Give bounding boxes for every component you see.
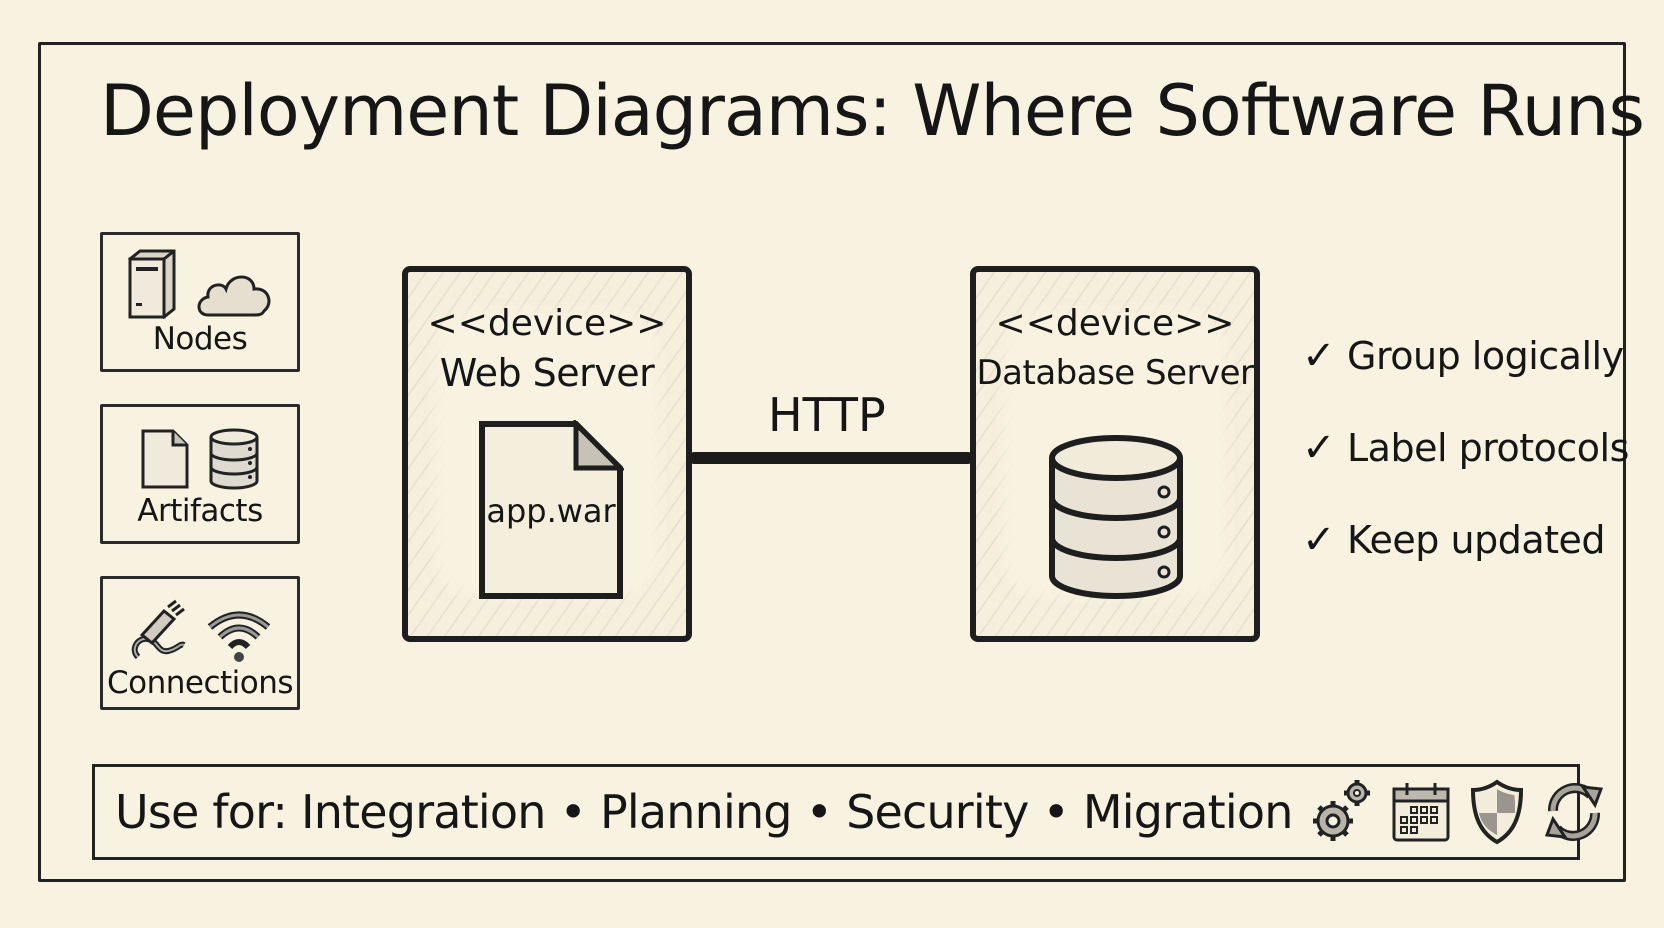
database-icon	[1049, 435, 1183, 599]
legend-connections: Connections	[100, 576, 300, 710]
legend-artifacts: Artifacts	[100, 404, 300, 544]
legend-label: Artifacts	[137, 493, 263, 529]
use-for-bar: Use for: Integration•Planning•Security•M…	[92, 764, 1603, 860]
checklist-item: ✓Group logically	[1302, 333, 1624, 379]
node-web-server: <<device>> Web Server app.war	[402, 266, 692, 642]
use-for-prefix: Use for:	[115, 785, 288, 839]
connection-line	[690, 452, 972, 464]
artifact-label: app.war	[486, 492, 616, 530]
checkmark-icon: ✓	[1302, 425, 1336, 471]
use-case: Migration	[1082, 785, 1293, 839]
checkmark-icon: ✓	[1302, 333, 1336, 379]
refresh-icon	[1544, 783, 1603, 841]
shield-icon	[1470, 779, 1523, 845]
gears-icon	[1312, 780, 1370, 841]
legend-nodes: Nodes	[100, 232, 300, 372]
best-practices-checklist: ✓Group logically ✓Label protocols ✓Keep …	[1302, 328, 1629, 604]
checkmark-icon: ✓	[1302, 517, 1336, 563]
calendar-icon	[1392, 783, 1450, 842]
use-case: Planning	[599, 785, 793, 839]
server-tower-icon	[128, 249, 176, 319]
document-icon	[141, 429, 189, 489]
document-icon	[479, 420, 624, 599]
node-name: Web Server	[439, 351, 655, 395]
outer-frame	[38, 42, 1626, 882]
node-database-server: <<device>> Database Server	[970, 266, 1260, 642]
artifact-app-war: app.war	[478, 420, 624, 600]
use-case: Integration	[300, 785, 546, 839]
use-case: Security	[846, 785, 1029, 839]
node-stereotype: <<device>>	[995, 303, 1235, 344]
network-cable-icon	[131, 599, 186, 660]
node-name: Database Server	[976, 353, 1254, 393]
connection-label: HTTP	[768, 388, 886, 442]
node-stereotype: <<device>>	[427, 303, 667, 344]
checklist-item: ✓Label protocols	[1302, 425, 1629, 471]
checklist-item: ✓Keep updated	[1302, 517, 1606, 563]
legend-label: Nodes	[152, 321, 248, 357]
cloud-icon	[197, 275, 271, 317]
diagram-title: Deployment Diagrams: Where Software Runs	[100, 70, 1645, 152]
database-icon	[209, 428, 259, 490]
legend-label: Connections	[106, 665, 294, 701]
wifi-icon	[207, 611, 271, 662]
